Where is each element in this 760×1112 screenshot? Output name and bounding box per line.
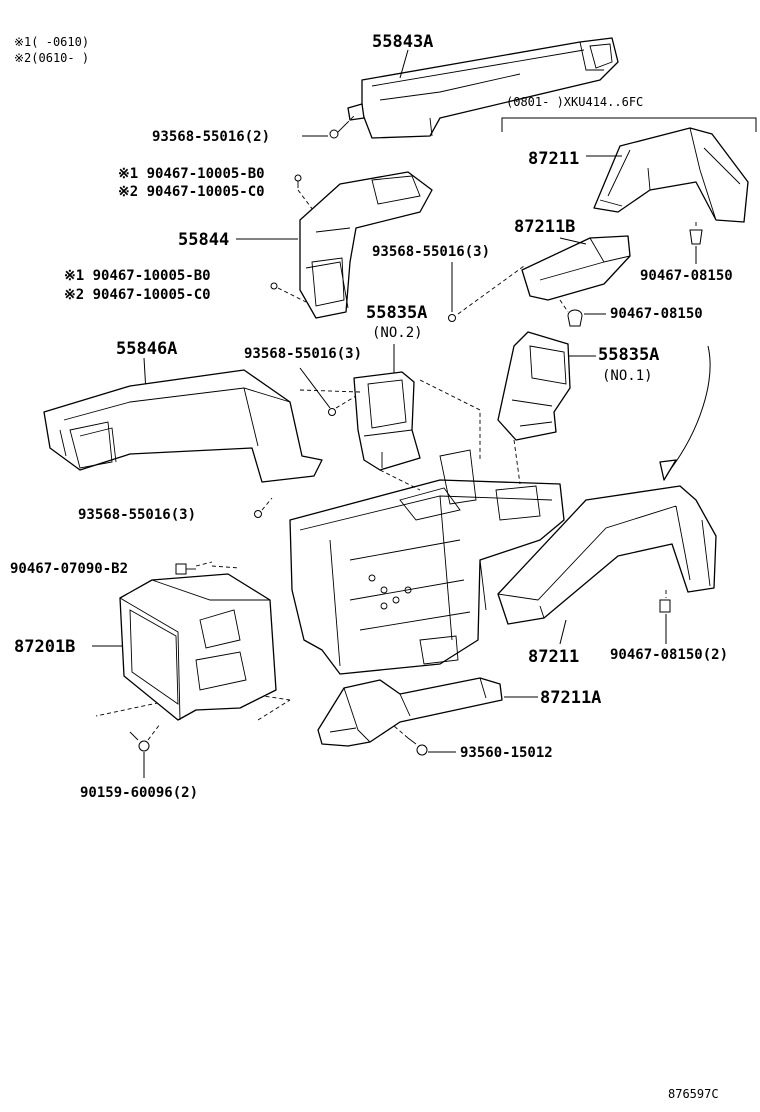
duct-87211-bottom-drawing bbox=[497, 485, 717, 625]
label-87211-top: 87211 bbox=[528, 149, 579, 169]
heater-unit-drawing bbox=[289, 449, 565, 675]
note-1: ※1( -0610) bbox=[14, 35, 89, 49]
arrow-curve bbox=[669, 345, 711, 471]
label-90467-10005-B0-upper: ※1 90467-10005-B0 bbox=[118, 166, 265, 182]
clip-icon bbox=[567, 309, 583, 327]
duct-55835A-no1-drawing bbox=[497, 331, 571, 441]
label-55835A-no1: 55835A bbox=[598, 345, 659, 365]
label-93568-55016-3-c: 93568-55016(3) bbox=[78, 507, 196, 523]
label-90467-10005-C0-lower: ※2 90467-10005-C0 bbox=[64, 287, 211, 303]
label-90467-07090-B2: 90467-07090-B2 bbox=[10, 561, 128, 577]
clip-icon bbox=[175, 563, 196, 575]
duct-55835A-no2-drawing bbox=[353, 371, 421, 471]
label-55843A: 55843A bbox=[372, 32, 433, 52]
label-93560-15012: 93560-15012 bbox=[460, 745, 553, 761]
label-90467-08150-a: 90467-08150 bbox=[640, 268, 733, 284]
arrow-head-icon bbox=[659, 459, 677, 481]
label-55844: 55844 bbox=[178, 230, 229, 250]
duct-87211-top-drawing bbox=[593, 127, 749, 223]
label-93568-55016-3-a: 93568-55016(3) bbox=[372, 244, 490, 260]
label-87211B: 87211B bbox=[514, 217, 575, 237]
label-55835A-no2-sub: (NO.2) bbox=[372, 325, 423, 341]
note-2: ※2(0610- ) bbox=[14, 51, 89, 65]
label-87211-bottom: 87211 bbox=[528, 647, 579, 667]
duct-55846A-drawing bbox=[43, 369, 323, 483]
label-90467-08150-2: 90467-08150(2) bbox=[610, 647, 728, 663]
label-90467-08150-b: 90467-08150 bbox=[610, 306, 703, 322]
case-87201B-drawing bbox=[119, 573, 277, 721]
label-93568-55016-3-b: 93568-55016(3) bbox=[244, 346, 362, 362]
duct-55843A-drawing bbox=[347, 37, 619, 139]
screw-icon bbox=[329, 123, 347, 139]
duct-87211B-drawing bbox=[521, 235, 631, 301]
label-93568-55016-2: 93568-55016(2) bbox=[152, 129, 270, 145]
label-87211A: 87211A bbox=[540, 688, 601, 708]
bolt-icon bbox=[407, 737, 428, 756]
label-55846A: 55846A bbox=[116, 339, 177, 359]
clip-icon bbox=[294, 174, 302, 188]
screw-icon bbox=[448, 314, 456, 322]
duct-87211A-drawing bbox=[317, 677, 503, 747]
label-90467-10005-C0-upper: ※2 90467-10005-C0 bbox=[118, 184, 265, 200]
label-90467-10005-B0-lower: ※1 90467-10005-B0 bbox=[64, 268, 211, 284]
bolt-icon bbox=[129, 731, 150, 752]
label-55835A-no2: 55835A bbox=[366, 303, 427, 323]
clip-icon bbox=[270, 282, 278, 290]
diagram-code: 876597C bbox=[668, 1087, 719, 1101]
clip-icon bbox=[659, 599, 671, 613]
screw-icon bbox=[328, 408, 336, 416]
clip-icon bbox=[689, 229, 703, 245]
label-55835A-no1-sub: (NO.1) bbox=[602, 368, 653, 384]
range-label: (0801- )XKU414..6FC bbox=[506, 95, 643, 109]
screw-icon bbox=[254, 510, 262, 518]
label-90159-60096-2: 90159-60096(2) bbox=[80, 785, 198, 801]
duct-55844-drawing bbox=[299, 171, 433, 319]
label-87201B: 87201B bbox=[14, 637, 75, 657]
